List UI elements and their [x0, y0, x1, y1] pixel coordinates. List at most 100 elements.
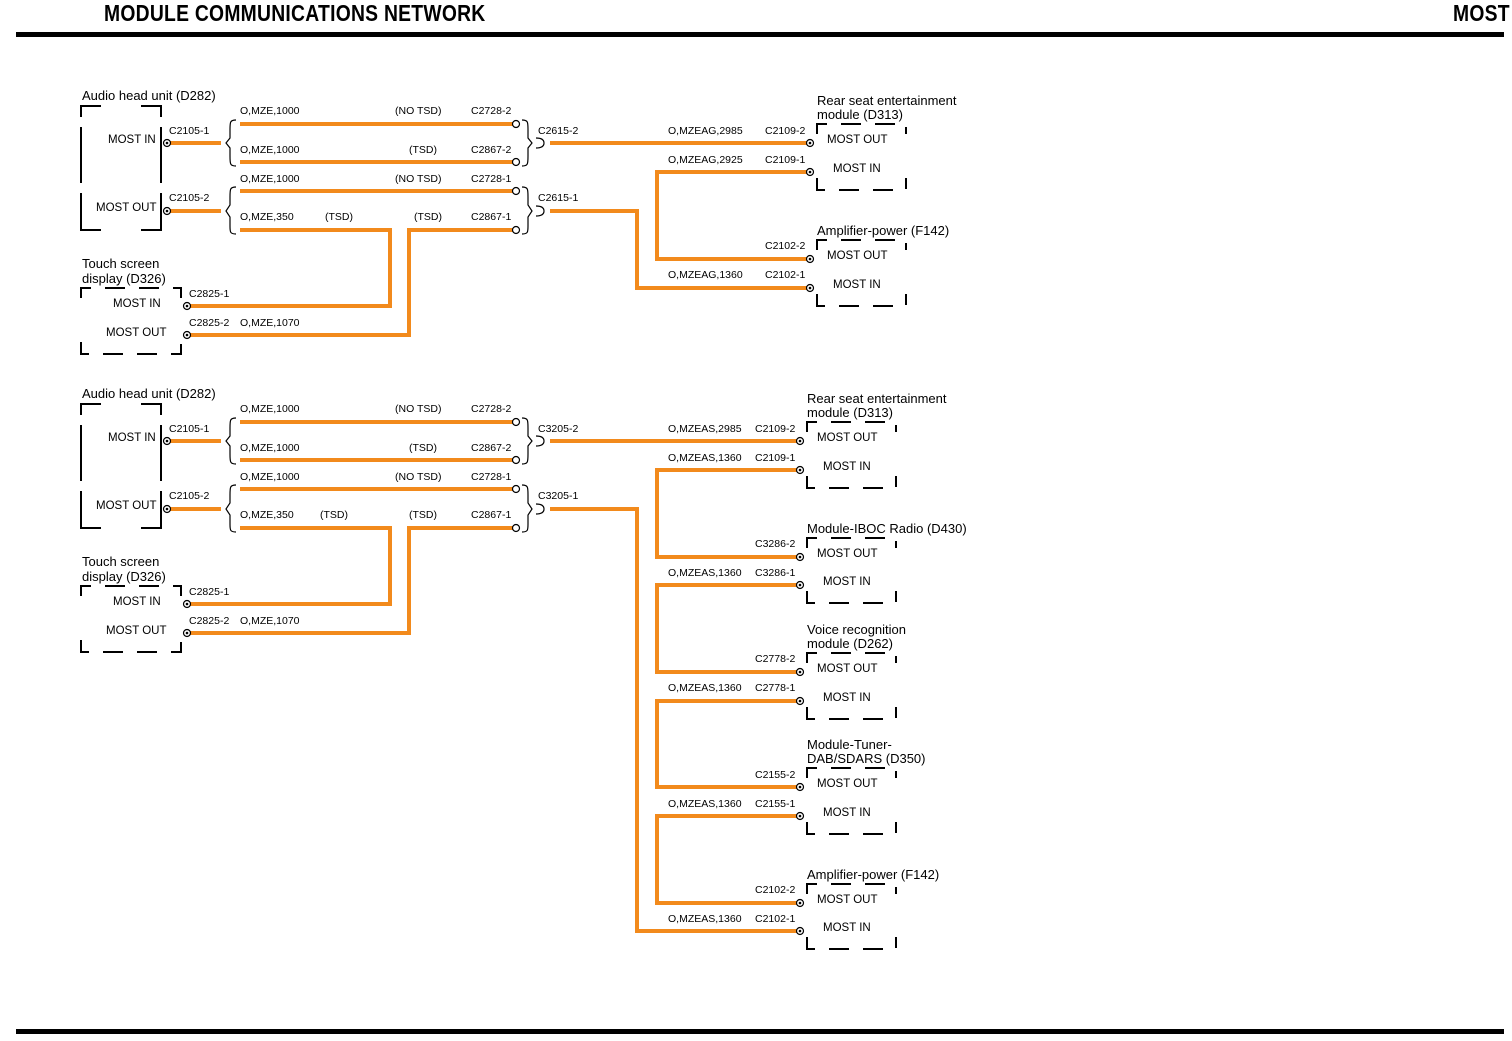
pin-dot: [798, 901, 802, 905]
wire: [655, 170, 807, 261]
touch-screen-label: Touch screen: [82, 256, 159, 271]
splice-bracket: [225, 186, 237, 235]
circuit-label: O,MZEAG,2985: [668, 125, 743, 137]
rse-label: Rear seat entertainment: [807, 391, 947, 406]
pin: [511, 186, 521, 196]
connector-label: C2825-1: [189, 288, 229, 300]
connector-label: C3286-2: [755, 538, 795, 550]
wire: [655, 699, 797, 789]
connector-label: C2778-1: [755, 682, 795, 694]
wire: [550, 209, 807, 290]
most-out-label: MOST OUT: [817, 894, 877, 906]
connector-label: C2102-1: [755, 913, 795, 925]
tuner-label: Module-Tuner-: [807, 737, 892, 752]
wire: [188, 228, 392, 308]
inline-connector-symbol: [535, 137, 545, 149]
connector-label: C2778-2: [755, 653, 795, 665]
audio-head-unit-2: Audio head unit (D282) MOST IN MOST OUT: [80, 386, 216, 529]
frame-dashed: [80, 342, 182, 355]
splice-bracket: [521, 484, 533, 533]
pin-dot: [798, 583, 802, 587]
pin: [511, 484, 521, 494]
most-in-label: MOST IN: [823, 807, 871, 819]
header-rule: [16, 32, 1504, 37]
pin: [511, 119, 521, 129]
option-label: (TSD): [409, 509, 437, 521]
pin: [511, 523, 521, 533]
frame-dashed: [806, 421, 897, 432]
circuit-label: O,MZEAS,1360: [668, 567, 742, 579]
frame-corner: [80, 403, 101, 415]
frame-dashed: [806, 537, 897, 548]
voice-recognition-label: Voice recognition: [807, 622, 906, 637]
pin-dot: [185, 304, 189, 308]
frame-dashed: [806, 476, 897, 489]
connector-label: C2109-1: [765, 154, 805, 166]
audio-head-unit-1: Audio head unit (D282) MOST IN MOST OUT: [80, 88, 216, 231]
most-in-label: MOST IN: [823, 576, 871, 588]
most-in-label: MOST IN: [113, 298, 161, 310]
connector-label: C2109-2: [765, 125, 805, 137]
frame-dashed: [806, 883, 897, 894]
frame-corner: [80, 105, 101, 117]
most-out-label: MOST OUT: [817, 548, 877, 560]
most-in-label: MOST IN: [823, 692, 871, 704]
most-in-label: MOST IN: [823, 461, 871, 473]
pin-dot: [798, 785, 802, 789]
option-label: (NO TSD): [395, 105, 441, 117]
splice-bracket: [521, 186, 533, 235]
frame-dashed: [806, 937, 897, 950]
circuit-label: O,MZEAS,1360: [668, 913, 742, 925]
connector-label: C2102-1: [765, 269, 805, 281]
connector-label: C2728-2: [471, 403, 511, 415]
frame-corner: [141, 491, 162, 529]
splice-bracket: [521, 119, 533, 167]
option-label: (NO TSD): [395, 471, 441, 483]
frame-dashed: [816, 239, 907, 250]
splice-bracket: [225, 119, 237, 167]
most-in-label: MOST IN: [108, 432, 156, 444]
circuit-label: O,MZE,1000: [240, 471, 300, 483]
connector-label: C2105-1: [169, 125, 209, 137]
amplifier-1: Amplifier-power (F142) MOST OUT MOST IN: [816, 223, 949, 307]
diagram-2: Audio head unit (D282) MOST IN MOST OUT …: [80, 386, 967, 950]
rse-module-2: Rear seat entertainment module (D313) MO…: [806, 391, 947, 489]
circuit-label: O,MZEAG,2925: [668, 154, 743, 166]
rse-module-1: Rear seat entertainment module (D313) MO…: [816, 93, 957, 191]
inline-connector-symbol: [535, 435, 545, 447]
option-label: (NO TSD): [395, 403, 441, 415]
rse-label: module (D313): [807, 405, 893, 420]
frame-dashed: [806, 707, 897, 720]
splice-bracket: [225, 484, 237, 533]
most-in-label: MOST IN: [823, 922, 871, 934]
voice-recognition-module: Voice recognition module (D262) MOST OUT…: [806, 622, 906, 720]
pins: [162, 119, 815, 340]
circuit-label: O,MZE,1000: [240, 173, 300, 185]
pin-dot: [165, 141, 169, 145]
connector-label: C2615-1: [538, 192, 578, 204]
most-out-label: MOST OUT: [817, 432, 877, 444]
connector-label: C2867-2: [471, 442, 511, 454]
connector-label: C2867-1: [471, 211, 511, 223]
frame-dashed: [806, 591, 897, 604]
most-out-label: MOST OUT: [827, 134, 887, 146]
connector-label: C2102-2: [765, 240, 805, 252]
connector-label: C2825-2: [189, 317, 229, 329]
iboc-radio-module: Module-IBOC Radio (D430) MOST OUT MOST I…: [806, 521, 967, 604]
frame-dashed: [806, 652, 897, 663]
circuit-label: O,MZEAS,1360: [668, 798, 742, 810]
most-in-label: MOST IN: [108, 134, 156, 146]
frame-corner: [80, 193, 101, 231]
circuit-label: O,MZE,350: [240, 509, 294, 521]
most-in-label: MOST IN: [113, 596, 161, 608]
connector-label: C2155-2: [755, 769, 795, 781]
connector-label: C2728-1: [471, 173, 511, 185]
most-in-label: MOST IN: [833, 279, 881, 291]
connector-label: C2825-1: [189, 586, 229, 598]
pin-dot: [165, 209, 169, 213]
page-title: MODULE COMMUNICATIONS NETWORK: [104, 0, 486, 26]
wire: [188, 526, 513, 635]
circuit-label: O,MZEAS,1360: [668, 682, 742, 694]
connector-label: C2105-1: [169, 423, 209, 435]
